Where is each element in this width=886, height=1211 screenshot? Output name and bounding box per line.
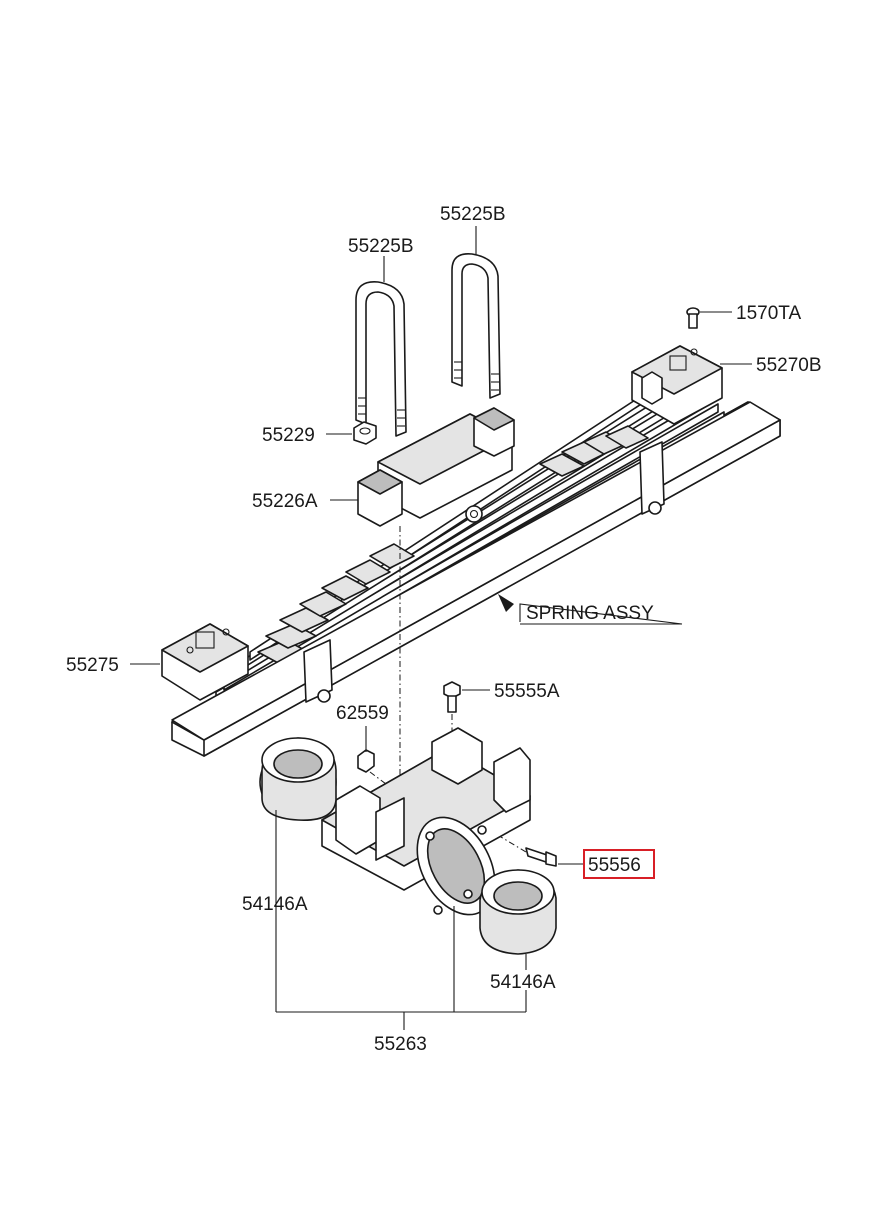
highlight-box [583,849,655,879]
label-bolt-1570TA[interactable]: 1570TA [736,303,801,324]
bolt-1570TA [686,307,700,329]
label-u-bolt-left[interactable]: 55225B [348,236,414,257]
spring-assy-arrow [498,594,514,612]
nut-55229 [353,421,377,445]
leaf-spring [171,371,781,757]
bolt-55556 [525,847,557,867]
label-bracket-55263[interactable]: 55263 [374,1034,427,1055]
label-bushing-right[interactable]: 54146A [490,972,556,993]
spring-seat-pad [357,407,515,527]
bushing-right [479,869,557,955]
label-pad-55275[interactable]: 55275 [66,655,119,676]
bolt-55555A [443,681,461,713]
label-spring-assy[interactable]: SPRING ASSY [526,603,654,624]
u-bolt-left [355,281,407,437]
label-u-bolt-right[interactable]: 55225B [440,204,506,225]
label-seat-55226A[interactable]: 55226A [252,491,318,512]
label-bolt-55555A[interactable]: 55555A [494,681,560,702]
bump-pad-upper [631,345,723,425]
label-nut-62559[interactable]: 62559 [336,703,389,724]
bump-pad-lower [161,623,249,701]
label-nut-55229[interactable]: 55229 [262,425,315,446]
bushing-left [259,737,337,821]
label-pad-55270B[interactable]: 55270B [756,355,822,376]
nut-62559 [357,749,375,773]
trunnion-bracket [321,727,531,916]
label-bushing-left[interactable]: 54146A [242,894,308,915]
leader-lines [130,226,752,1030]
label-bolt-55556[interactable]: 55556 [588,855,641,876]
u-bolt-right [451,253,501,399]
